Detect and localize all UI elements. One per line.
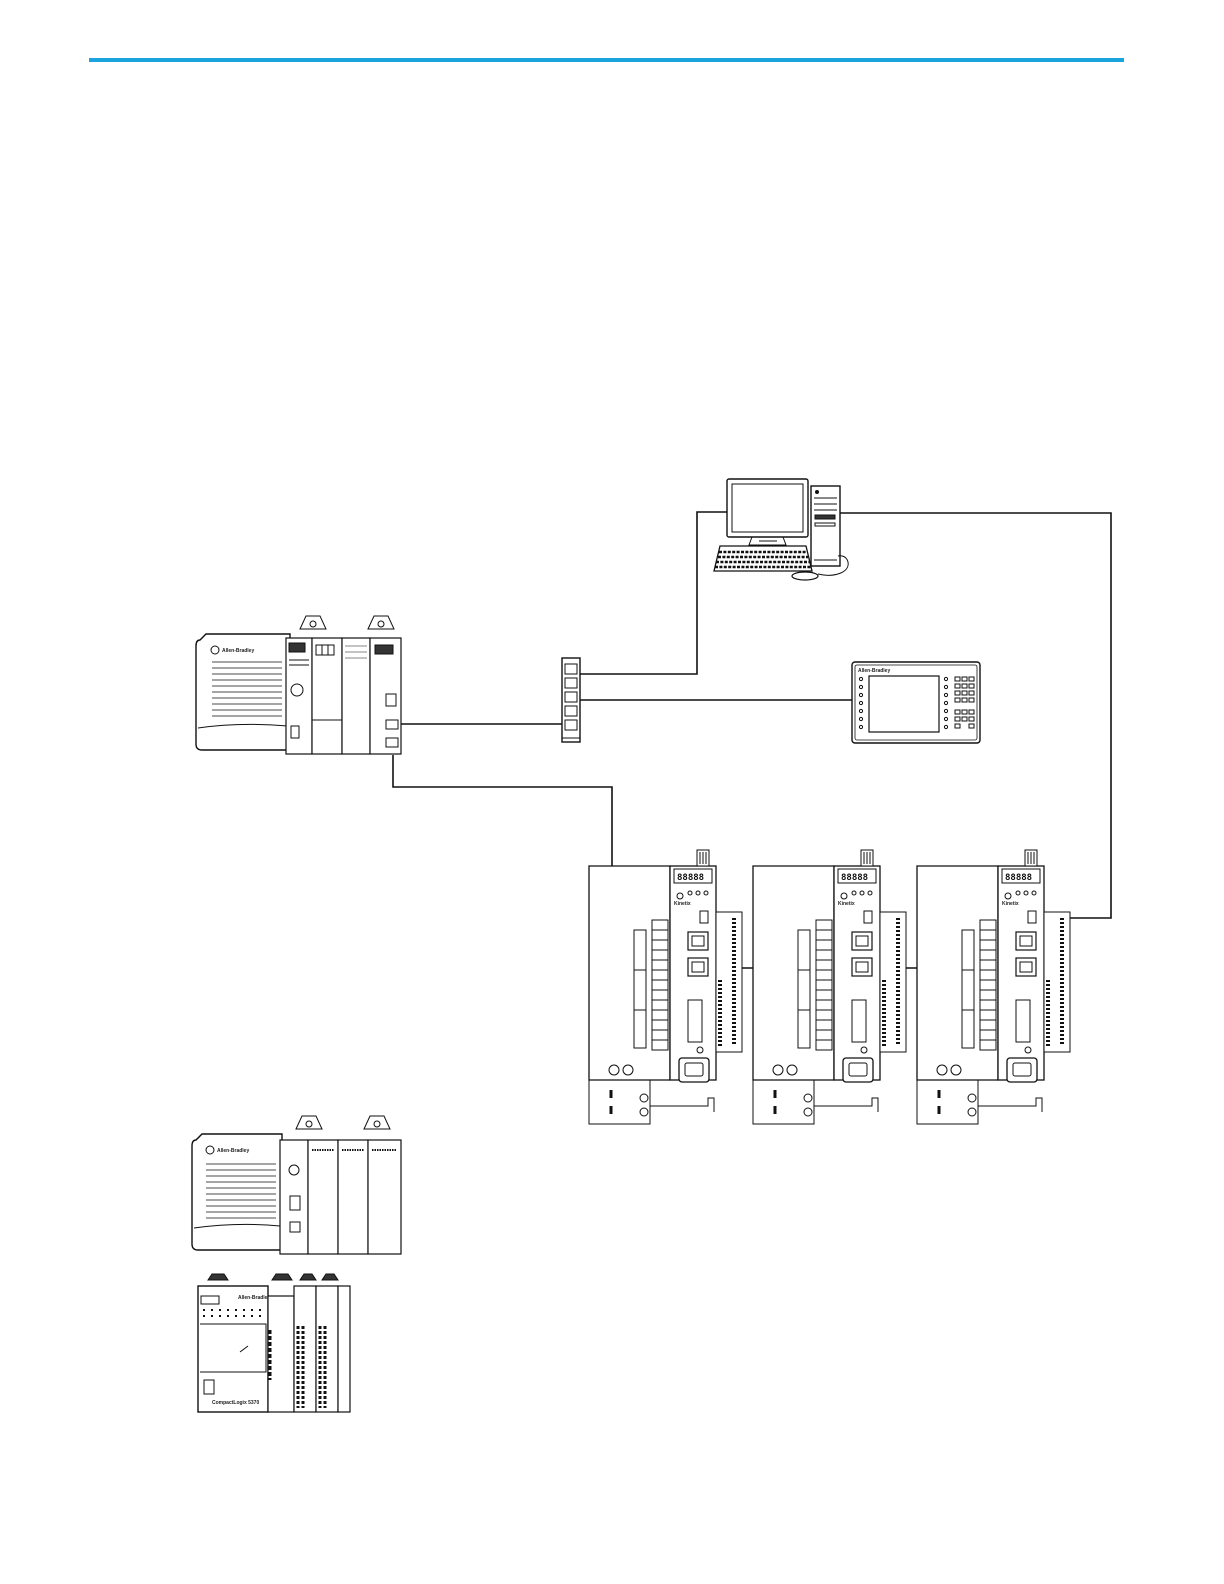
servo-drive-1: 88888 Kinetix [589, 850, 742, 1124]
monitor-icon [727, 479, 808, 545]
chassis-brand-label-b: Allen-Bradley [217, 1148, 249, 1154]
compact-model-label: CompactLogix 5370 [212, 1400, 259, 1406]
keyboard-icon [714, 546, 812, 571]
drive-3-brand: Kinetix [1002, 901, 1019, 907]
drive-1-display: 88888 [677, 873, 704, 883]
computer-workstation [714, 479, 848, 580]
compact-brand-label: Allen-Bradley [238, 1295, 270, 1301]
ethernet-switch [562, 658, 580, 742]
io-module-2 [342, 638, 370, 754]
cable-switch-to-computer [580, 512, 727, 674]
hmi-terminal: Allen-Bradley [852, 662, 980, 743]
drive-2-brand: Kinetix [838, 901, 855, 907]
compactlogix-controller: Allen-Bradley CompactLogix 5370 [198, 1274, 350, 1412]
tower-icon [811, 486, 840, 566]
servo-drive-2: 88888 Kinetix [753, 850, 906, 1124]
drive-3-display: 88888 [1005, 873, 1032, 883]
hmi-brand-label: Allen-Bradley [858, 668, 890, 674]
drive-2-display: 88888 [841, 873, 868, 883]
chassis-brand-label-a: Allen-Bradley [222, 648, 254, 654]
controllogix-chassis-alt: Allen-Bradley [192, 1116, 401, 1254]
controllogix-chassis: Allen-Bradley [196, 616, 401, 754]
servo-drive-3: 88888 Kinetix [917, 850, 1070, 1124]
drive-1-brand: Kinetix [674, 901, 691, 907]
